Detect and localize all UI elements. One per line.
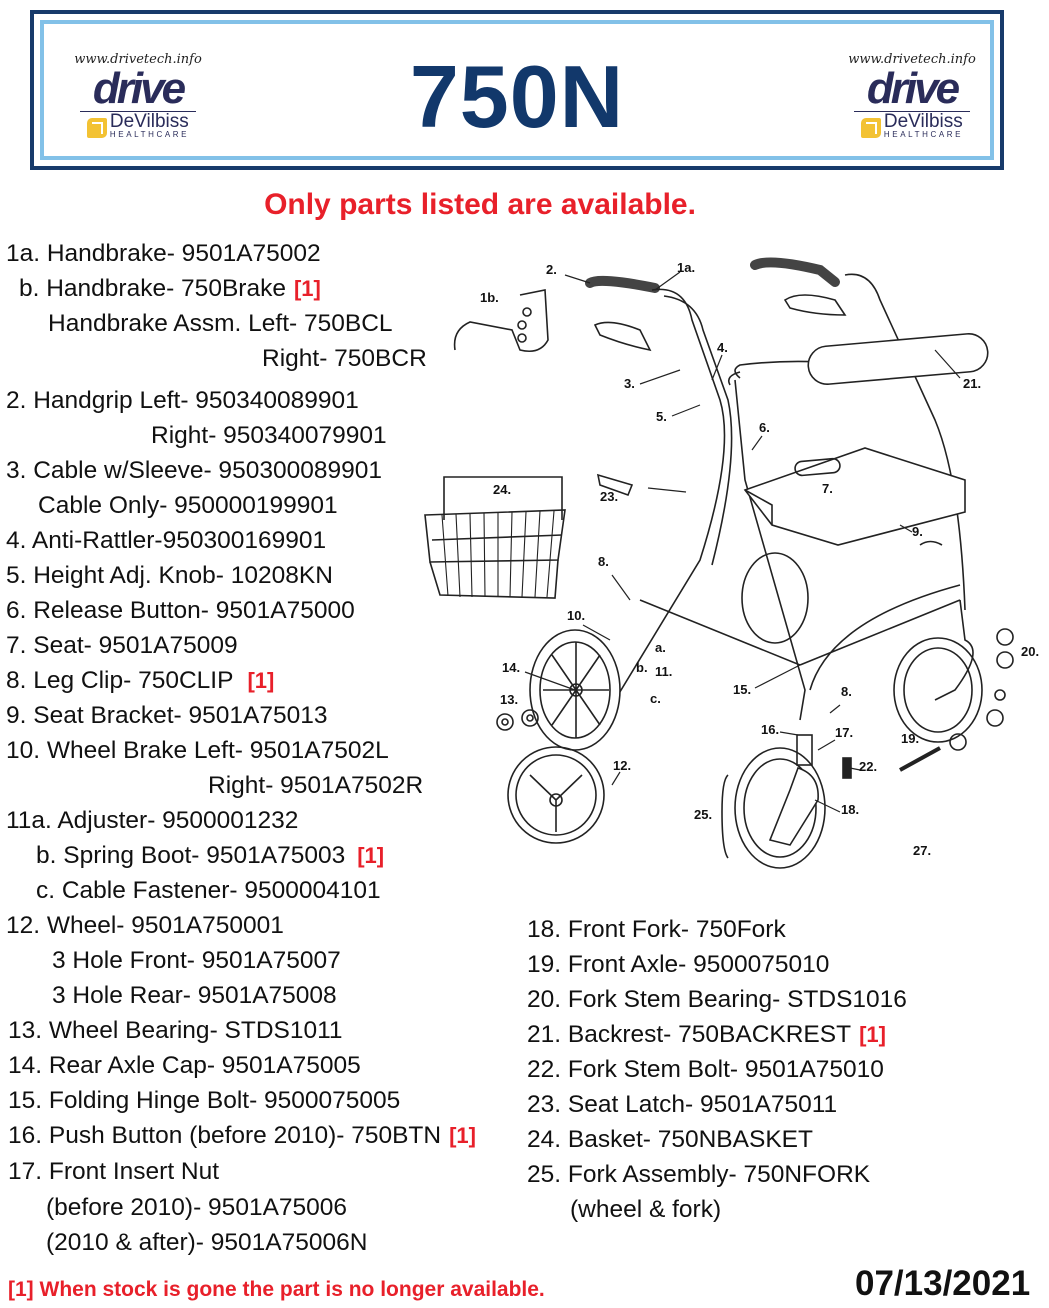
callout-11c: c. bbox=[650, 691, 661, 706]
callout-17: 17. bbox=[835, 725, 854, 740]
part-line: (wheel & fork) bbox=[570, 1196, 722, 1223]
part-line: 15. Folding Hinge Bolt- 9500075005 bbox=[8, 1087, 401, 1114]
fork-assembly-drawing bbox=[721, 734, 826, 869]
part-line: 12. Wheel- 9501A750001 bbox=[6, 912, 284, 939]
part-line: 18. Front Fork- 750Fork bbox=[527, 916, 786, 943]
part-line: Handbrake Assm. Left- 750BCL bbox=[48, 310, 393, 337]
logo-tagline: HEALTHCARE bbox=[109, 130, 190, 139]
callout-16: 16. bbox=[761, 722, 780, 737]
availability-notice: Only parts listed are available. bbox=[264, 188, 696, 221]
part-line: b. Handbrake- 750Brake[1] bbox=[19, 275, 321, 302]
callout-12: 12. bbox=[613, 758, 632, 773]
callout-9: 9. bbox=[912, 524, 923, 539]
logo-sub-brand: DeVilbiss bbox=[883, 111, 963, 132]
callout-20: 20. bbox=[1021, 644, 1040, 659]
part-line: 7. Seat- 9501A75009 bbox=[6, 632, 238, 659]
devilbiss-mark-icon bbox=[860, 118, 881, 138]
part-line: b. Spring Boot- 9501A75003[1] bbox=[36, 842, 385, 869]
part-line: 13. Wheel Bearing- STDS1011 bbox=[8, 1017, 343, 1044]
discontinue-flag: [1] bbox=[247, 668, 275, 693]
basket-drawing bbox=[424, 476, 566, 599]
callout-11a: a. bbox=[655, 640, 666, 655]
callout-10: 10. bbox=[567, 608, 586, 623]
callout-27: 27. bbox=[913, 843, 932, 858]
drive-devilbiss-logo-right: www.drivetech.info drive DeVilbiss HEALT… bbox=[842, 52, 982, 141]
callout-13: 13. bbox=[500, 692, 519, 707]
part-line: 21. Backrest- 750BACKREST[1] bbox=[527, 1021, 886, 1048]
callout-1a: 1a. bbox=[677, 260, 696, 275]
part-line: 11a. Adjuster- 9500001232 bbox=[6, 807, 299, 834]
discontinue-flag: [1] bbox=[449, 1123, 476, 1148]
part-line: 22. Fork Stem Bolt- 9501A75010 bbox=[527, 1056, 884, 1083]
header-frame: www.drivetech.info drive DeVilbiss HEALT… bbox=[30, 10, 1004, 170]
callout-8: 8. bbox=[598, 554, 609, 569]
part-line: 19. Front Axle- 9500075010 bbox=[527, 951, 830, 978]
part-line: 3 Hole Front- 9501A75007 bbox=[52, 947, 341, 974]
discontinue-flag: [1] bbox=[357, 843, 385, 868]
part-line: Right- 9501A7502R bbox=[208, 772, 424, 799]
part-line: 5. Height Adj. Knob- 10208KN bbox=[6, 562, 333, 589]
part-line: 2. Handgrip Left- 950340089901 bbox=[6, 387, 359, 414]
model-title: 750N bbox=[409, 47, 625, 146]
part-line: 10. Wheel Brake Left- 9501A7502L bbox=[6, 737, 389, 764]
callout-5: 5. bbox=[656, 409, 667, 424]
part-line: 3. Cable w/Sleeve- 950300089901 bbox=[6, 457, 382, 484]
logo-url: www.drivetech.info bbox=[848, 52, 976, 67]
callout-23: 23. bbox=[600, 489, 619, 504]
callout-3: 3. bbox=[624, 376, 635, 391]
callout-2: 2. bbox=[546, 262, 557, 277]
callout-11: 11. bbox=[655, 664, 673, 679]
part-line: 14. Rear Axle Cap- 9501A75005 bbox=[8, 1052, 361, 1079]
callout-19: 19. bbox=[901, 731, 920, 746]
part-line: 20. Fork Stem Bearing- STDS1016 bbox=[527, 986, 907, 1013]
loose-wheel-drawing bbox=[507, 746, 605, 844]
part-line: (2010 & after)- 9501A75006N bbox=[46, 1229, 368, 1256]
part-line: 1a. Handbrake- 9501A75002 bbox=[6, 240, 321, 267]
header-inner-frame: www.drivetech.info drive DeVilbiss HEALT… bbox=[40, 20, 994, 160]
callout-14: 14. bbox=[502, 660, 521, 675]
logo-url: www.drivetech.info bbox=[74, 52, 202, 67]
callout-1b: 1b. bbox=[480, 290, 499, 305]
part-line: 9. Seat Bracket- 9501A75013 bbox=[6, 702, 328, 729]
callout-15: 15. bbox=[733, 682, 752, 697]
callout-6: 6. bbox=[759, 420, 770, 435]
callout-22: 22. bbox=[859, 759, 878, 774]
part-line: 4. Anti-Rattler-950300169901 bbox=[6, 527, 327, 554]
discontinue-flag: [1] bbox=[859, 1022, 886, 1047]
part-line: 8. Leg Clip- 750CLIP[1] bbox=[6, 667, 275, 694]
part-line: 16. Push Button (before 2010)- 750BTN[1] bbox=[8, 1122, 476, 1149]
callout-4: 4. bbox=[717, 340, 728, 355]
callout-24: 24. bbox=[493, 482, 512, 497]
callout-11b: b. bbox=[636, 660, 648, 675]
footnote: [1] When stock is gone the part is no lo… bbox=[8, 1278, 545, 1301]
part-line: Cable Only- 950000199901 bbox=[38, 492, 338, 519]
front-wheel-drawing bbox=[893, 599, 983, 743]
logo-brand: drive bbox=[866, 64, 960, 113]
callout-7: 7. bbox=[822, 481, 833, 496]
callout-18: 18. bbox=[841, 802, 860, 817]
part-line: 17. Front Insert Nut bbox=[8, 1158, 220, 1185]
part-line: Right- 750BCR bbox=[262, 345, 427, 372]
part-line: 24. Basket- 750NBASKET bbox=[527, 1126, 813, 1153]
discontinue-flag: [1] bbox=[293, 276, 321, 301]
revision-date: 07/13/2021 bbox=[855, 1264, 1031, 1303]
part-line: 23. Seat Latch- 9501A75011 bbox=[527, 1091, 838, 1118]
logo-sub-brand: DeVilbiss bbox=[109, 111, 189, 132]
devilbiss-mark-icon bbox=[86, 118, 107, 138]
part-line: 25. Fork Assembly- 750NFORK bbox=[527, 1161, 871, 1188]
part-line: 6. Release Button- 9501A75000 bbox=[6, 597, 355, 624]
part-line: Right- 950340079901 bbox=[151, 422, 387, 449]
logo-brand: drive bbox=[92, 64, 186, 113]
part-line: c. Cable Fastener- 9500004101 bbox=[36, 877, 381, 904]
logo-tagline: HEALTHCARE bbox=[883, 130, 964, 139]
callout-8b: 8. bbox=[841, 684, 852, 699]
part-line: 3 Hole Rear- 9501A75008 bbox=[52, 982, 337, 1009]
callout-25: 25. bbox=[694, 807, 713, 822]
drive-devilbiss-logo-left: www.drivetech.info drive DeVilbiss HEALT… bbox=[68, 52, 208, 141]
part-line: (before 2010)- 9501A75006 bbox=[46, 1194, 348, 1221]
callout-21: 21. bbox=[963, 376, 982, 391]
